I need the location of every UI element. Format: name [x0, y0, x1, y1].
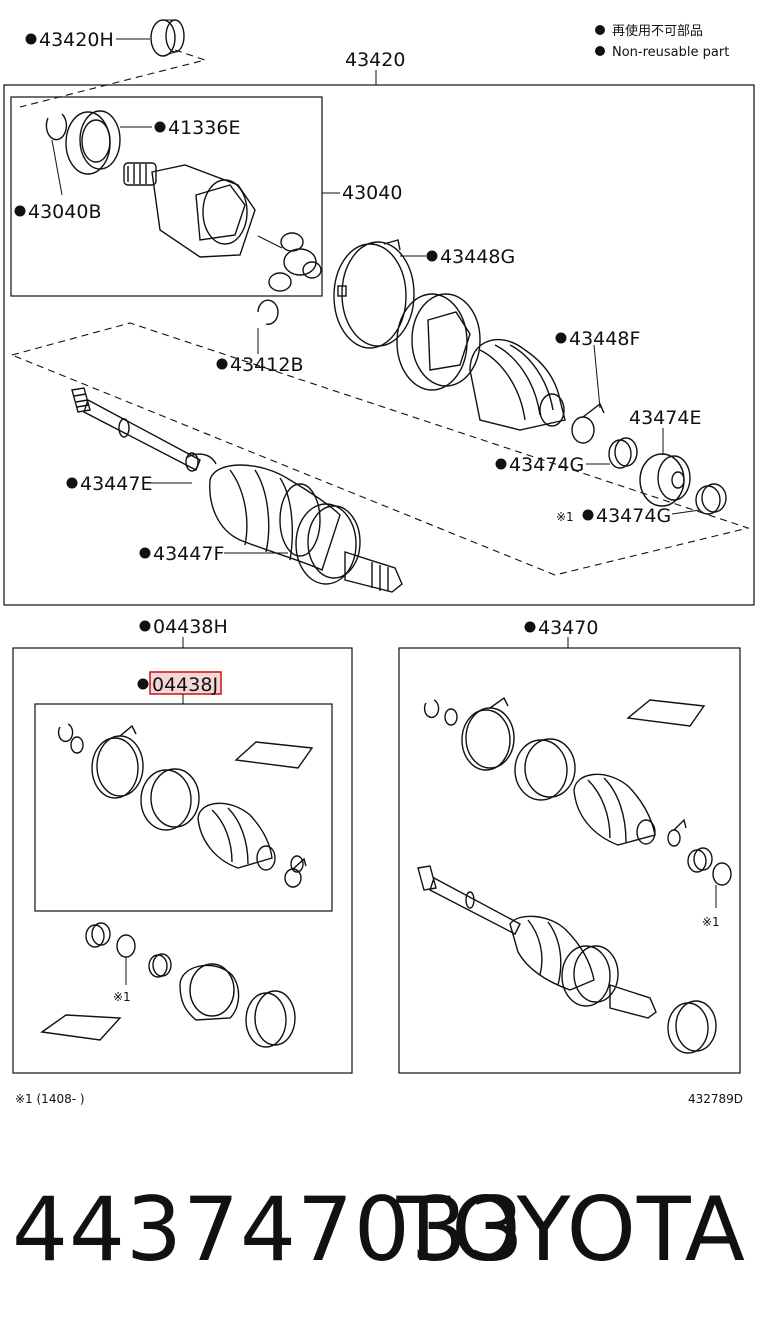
kit-04438H-parts — [40, 922, 296, 1048]
label-43448F: 43448F — [569, 328, 640, 350]
kit-04438H-frame — [12, 647, 353, 1074]
callout-43040B[interactable]: 43040B — [14, 201, 102, 223]
assembly-43470-parts — [417, 696, 732, 1054]
assembly-43420-frame — [3, 84, 755, 606]
tripod-icon — [268, 232, 322, 292]
callout-43420H[interactable]: 43420H — [25, 29, 151, 51]
parts-diagram: 再使用不可部品 Non-reusable part 43420H 43420 4… — [3, 19, 755, 1106]
clamp-43474G-lower-icon — [695, 483, 727, 515]
callout-43470[interactable]: 43470 — [524, 617, 599, 639]
label-43448G: 43448G — [440, 246, 515, 268]
label-43447E: 43447E — [80, 473, 152, 495]
seal-41336E-icon — [65, 110, 121, 175]
callout-43447F[interactable]: 43447F — [139, 543, 225, 565]
inboard-boot-icon — [396, 293, 566, 431]
label-43470: 43470 — [538, 617, 598, 639]
label-43040: 43040 — [342, 182, 402, 204]
footnote: ※1 (1408- ) — [15, 1092, 85, 1106]
part-number: 443747033 — [12, 1178, 525, 1281]
assembly-43040-frame — [10, 96, 323, 297]
callout-43474G-lower[interactable]: 43474G — [582, 505, 672, 527]
legend-en: Non-reusable part — [612, 45, 729, 60]
kit-04438J-parts — [57, 723, 314, 888]
clamp-43448G-icon — [333, 239, 415, 349]
snap-ring-43412B-icon — [257, 299, 279, 325]
label-04438J[interactable]: 04438J — [152, 674, 218, 696]
damper-43474E-icon — [639, 453, 691, 507]
mark-1-assembly-43470: ※1 — [702, 915, 720, 929]
drive-shaft-icon — [71, 387, 217, 472]
outboard-joint-icon — [295, 503, 403, 593]
callout-43448F[interactable]: 43448F — [555, 328, 641, 350]
label-43412B: 43412B — [230, 354, 303, 376]
highlight-04438J — [149, 671, 222, 695]
label-43447F: 43447F — [153, 543, 224, 565]
clamp-43448F-icon — [571, 402, 605, 444]
legend-jp: 再使用不可部品 — [612, 23, 703, 39]
callout-43474G-upper[interactable]: 43474G — [495, 454, 585, 476]
inboard-housing-icon — [123, 162, 256, 258]
legend-bullet-en — [595, 46, 605, 56]
seal-43420H-icon — [150, 19, 185, 57]
mark-1-upper: ※1 — [556, 510, 574, 524]
snap-ring-43040B-icon — [45, 113, 68, 141]
label-43040B: 43040B — [28, 201, 101, 223]
drawing-id: 432789D — [688, 1092, 743, 1106]
kit-04438J-frame — [34, 703, 333, 912]
label-43474G-upper: 43474G — [509, 454, 584, 476]
footer: 443747033 TOYOTA — [0, 1180, 760, 1290]
callout-04438H[interactable]: 04438H — [139, 616, 228, 638]
label-43474G-lower: 43474G — [596, 505, 671, 527]
callout-43448G[interactable]: 43448G — [426, 246, 516, 268]
callout-43447E[interactable]: 43447E — [66, 473, 153, 495]
label-04438H: 04438H — [153, 616, 228, 638]
brand-name: TOYOTA — [396, 1178, 746, 1281]
label-43420: 43420 — [345, 49, 405, 71]
legend-bullet-jp — [595, 25, 605, 35]
label-43420H: 43420H — [39, 29, 114, 51]
callout-43412B[interactable]: 43412B — [216, 354, 304, 376]
label-41336E: 41336E — [168, 117, 240, 139]
assembly-43470-frame — [398, 647, 741, 1074]
outboard-boot-icon — [209, 464, 341, 571]
callout-41336E[interactable]: 41336E — [154, 117, 241, 139]
clamp-43474G-upper-icon — [608, 437, 638, 469]
label-43474E: 43474E — [629, 407, 701, 429]
legend: 再使用不可部品 Non-reusable part — [595, 23, 729, 60]
mark-1-kit-04438H: ※1 — [113, 990, 131, 1004]
